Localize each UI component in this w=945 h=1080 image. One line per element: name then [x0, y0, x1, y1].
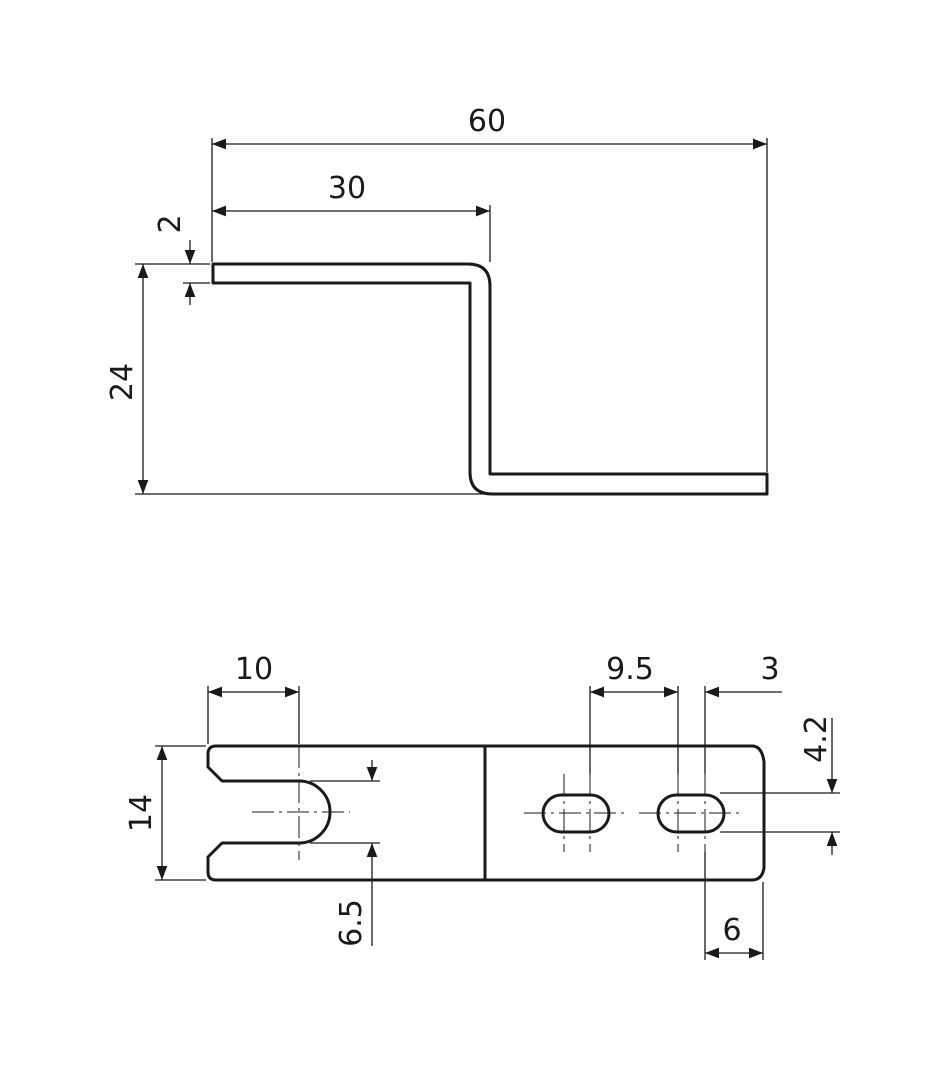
dim-width: 14 [124, 794, 159, 832]
dim-slot-depth: 10 [235, 652, 273, 687]
dim-hole-spacing: 9.5 [606, 652, 654, 687]
dim-overall-length: 60 [468, 104, 506, 139]
dim-fork-width: 6.5 [334, 899, 369, 947]
dim-height: 24 [105, 363, 140, 401]
dim-slot-width: 4.2 [799, 715, 834, 763]
bracket-side-profile [211, 262, 769, 496]
dim-end-offset: 3 [760, 652, 779, 687]
dim-thickness: 2 [153, 214, 188, 233]
dim-end-edge: 6 [722, 913, 741, 948]
side-view: 60 30 2 24 [105, 104, 769, 496]
dim-upper-flange: 30 [328, 171, 366, 206]
top-view: 10 9.5 3 14 6.5 4.2 6 [124, 652, 840, 960]
